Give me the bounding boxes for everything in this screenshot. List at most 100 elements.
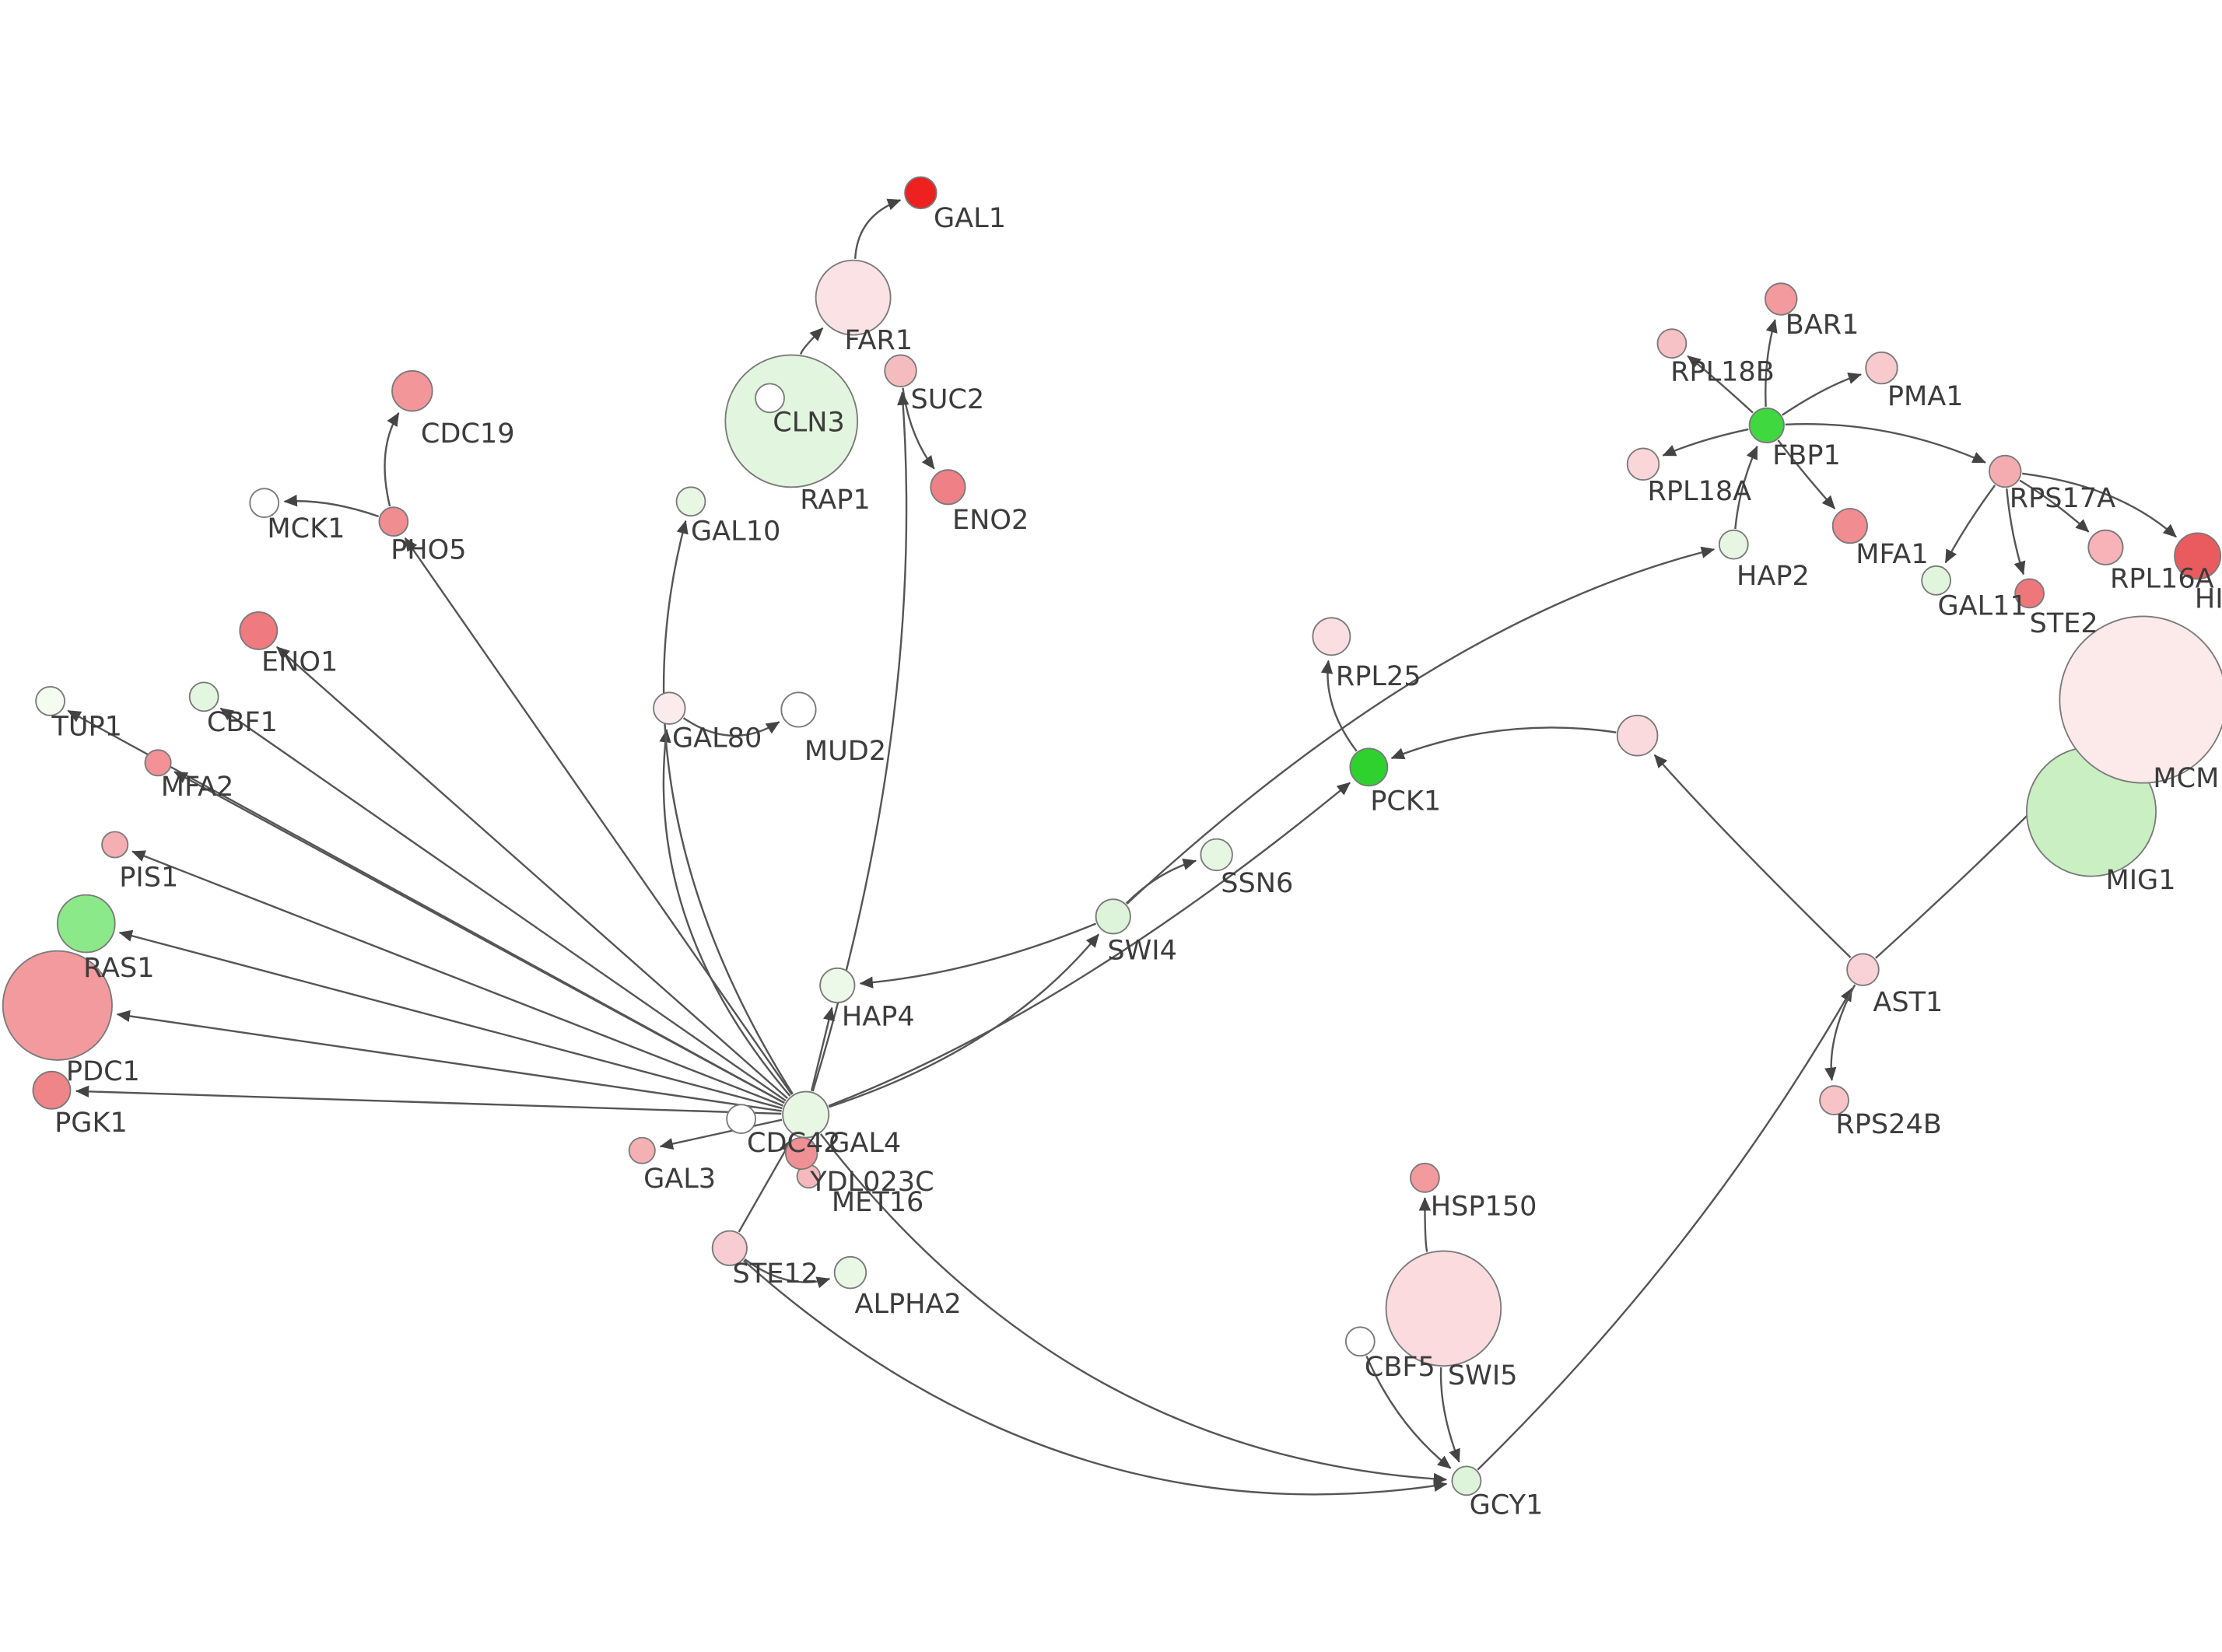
edge-swi5-hsp150[interactable] [1418,1197,1432,1252]
node-gal4[interactable] [782,1090,830,1139]
edge-swi5-gcy1[interactable] [1439,1367,1460,1463]
edge-gal4-gal3[interactable] [659,1118,783,1150]
edge-ste12-gal4[interactable] [738,1139,793,1233]
node-rps17a[interactable] [1989,454,2022,488]
edge-gal4-pho5[interactable] [404,537,793,1095]
edge-swi4-hap2[interactable] [1126,546,1716,905]
node-cbf5[interactable] [1344,1326,1376,1357]
node-cln3[interactable] [724,354,859,488]
edge-gal4-hap4[interactable] [810,1006,835,1091]
node-ast1[interactable] [1846,953,1880,986]
node-ydl023c[interactable] [784,1136,818,1171]
edge-fbp1-pma1[interactable] [1782,372,1862,416]
node-cdc42[interactable] [726,1104,756,1135]
node-pho5[interactable] [378,506,409,537]
node-rpl18b[interactable] [1656,328,1688,359]
node-pma1[interactable] [1865,351,1898,385]
edge-gal4-mfa2[interactable] [173,771,785,1104]
node-gal10[interactable] [675,486,706,517]
node-hap2[interactable] [1718,529,1749,560]
node-mud2[interactable] [780,691,817,728]
node-mfa2[interactable] [144,749,172,777]
node-cdc19[interactable] [391,369,433,412]
node-ste12[interactable] [711,1230,748,1266]
node-his4[interactable] [2174,532,2222,580]
edge-gal4-ras1[interactable] [118,929,783,1110]
edge-rps17a-his4[interactable] [2022,472,2177,538]
node-eno2[interactable] [930,469,966,506]
node-pck1[interactable] [1349,747,1389,787]
edge-fbp1-bar1[interactable] [1765,319,1778,407]
edge-rps17a-ste2[interactable] [2006,488,2026,576]
edge-unnamed-pck1[interactable] [1390,726,1617,760]
node-mck1[interactable] [249,488,280,518]
edge-gal4-pdc1[interactable] [116,1010,782,1112]
node-rpl18a[interactable] [1626,447,1660,481]
edge-ast1-rps24b[interactable] [1824,984,1856,1081]
node-rap1[interactable] [755,383,785,414]
node-bar1[interactable] [1765,282,1798,316]
node-label-mud2: MUD2 [804,735,886,767]
node-gal1[interactable] [904,176,938,210]
edge-fbp1-rpl18a[interactable] [1662,428,1749,457]
edge-ast1-unnamed[interactable] [1653,754,1852,958]
edge-cbf5-gcy1[interactable] [1365,1355,1452,1469]
node-gal80[interactable] [653,691,686,725]
node-gal11[interactable] [1921,565,1951,596]
node-pdc1[interactable] [2,950,113,1061]
node-cbf1[interactable] [188,681,219,712]
node-pis1[interactable] [101,831,129,859]
edge-pho5-cdc19[interactable] [384,412,400,507]
edge-pck1-rpl25[interactable] [1320,660,1358,752]
edge-gal80-mud2[interactable] [682,717,780,737]
node-gcy1[interactable] [1451,1465,1482,1496]
node-gal3[interactable] [628,1136,656,1164]
edge-gal4-pck1[interactable] [828,782,1351,1107]
edge-gal4-pis1[interactable] [131,850,783,1107]
edge-swi4-hap4[interactable] [859,922,1097,989]
edge-gal4-swi4[interactable] [829,933,1100,1108]
node-hap4[interactable] [819,967,856,1004]
node-hsp150[interactable] [1410,1162,1440,1193]
node-rpl16a[interactable] [2087,529,2124,565]
edge-gal4-gcy1[interactable] [819,1133,1448,1486]
node-swi4[interactable] [1095,898,1131,935]
edge-hap2-fbp1[interactable] [1734,446,1758,530]
edge-far1-gal1[interactable] [854,198,902,259]
edge-gal4-cbf1[interactable] [219,707,787,1102]
node-mfa1[interactable] [1831,508,1868,544]
node-label-rpl25: RPL25 [1336,660,1421,692]
node-swi5[interactable] [1385,1250,1502,1367]
node-pgk1[interactable] [32,1070,72,1110]
node-ste2[interactable] [2014,578,2045,609]
edge-fbp1-rpl18b[interactable] [1687,355,1754,414]
node-alpha2[interactable] [833,1255,867,1290]
node-ras1[interactable] [56,894,116,954]
edge-pho5-mck1[interactable] [283,495,380,518]
edge-swi4-ssn6[interactable] [1125,858,1197,905]
edge-gal4-pgk1[interactable] [75,1085,782,1115]
node-rpl25[interactable] [1312,617,1351,656]
node-far1[interactable] [815,259,892,336]
edge-suc2-eno2[interactable] [902,387,935,470]
node-unnamed[interactable] [1616,714,1659,757]
node-rps24b[interactable] [1819,1085,1849,1116]
edge-cln3-far1[interactable] [800,327,824,355]
edge-fbp1-rps17a[interactable] [1785,422,1986,464]
edge-gcy1-ast1[interactable] [1477,987,1853,1471]
edge-rps17a-gal11[interactable] [1944,485,1996,564]
edge-ste12-gcy1[interactable] [742,1259,1448,1496]
node-fbp1[interactable] [1748,407,1785,443]
node-eno1[interactable] [239,611,279,650]
node-suc2[interactable] [884,354,917,387]
node-tup1[interactable] [35,686,65,716]
node-mcm1[interactable] [2059,615,2222,784]
edge-gal4-eno1[interactable] [275,646,789,1100]
edge-rps17a-rpl16a[interactable] [2019,479,2090,533]
edge-gal4-gal10[interactable] [662,520,794,1095]
edge-fbp1-mfa1[interactable] [1777,439,1836,509]
edge-gal4-gal80[interactable] [659,729,791,1097]
node-ssn6[interactable] [1200,838,1233,872]
edge-ste12-alpha2[interactable] [744,1258,831,1289]
